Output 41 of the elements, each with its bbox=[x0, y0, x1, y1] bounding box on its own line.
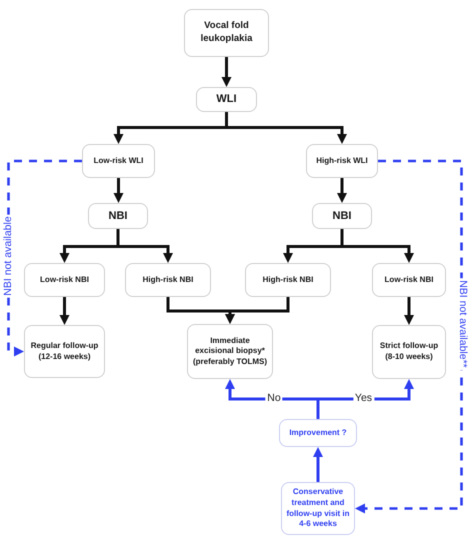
box-label: Regular follow-up (12-16 weeks) bbox=[30, 340, 100, 362]
box-label: NBI bbox=[332, 208, 352, 224]
process-box bbox=[187, 324, 273, 379]
process-box bbox=[24, 263, 105, 297]
arrow bbox=[60, 297, 70, 325]
process-box bbox=[372, 325, 446, 379]
edge-label: NBI not available bbox=[2, 214, 14, 298]
arrow bbox=[404, 297, 414, 325]
box-label: High-risk NBI bbox=[142, 274, 194, 286]
process-box bbox=[306, 144, 378, 178]
box-label: Low-risk NBI bbox=[384, 274, 434, 286]
box-label: Vocal fold leukoplakia bbox=[200, 20, 254, 46]
box-label: Improvement ? bbox=[289, 428, 347, 438]
box-label: Conservative treatment and follow-up visit in 4-6 weeks bbox=[285, 487, 351, 530]
decision-box bbox=[279, 419, 357, 447]
box-label: NBI bbox=[108, 208, 128, 224]
box-label: Low-risk WLI bbox=[94, 156, 144, 166]
process-box bbox=[24, 325, 105, 378]
process-box bbox=[312, 203, 372, 229]
process-box bbox=[82, 144, 155, 178]
process-box bbox=[196, 87, 257, 112]
box-label: Strict follow-up (8-10 weeks) bbox=[378, 341, 440, 363]
arrow bbox=[313, 447, 323, 482]
process-box bbox=[245, 263, 331, 297]
box-label: Low-risk NBI bbox=[40, 274, 89, 286]
box-label: High-risk NBI bbox=[262, 274, 314, 286]
arrow bbox=[316, 379, 414, 419]
arrow bbox=[225, 297, 290, 324]
arrow bbox=[337, 178, 347, 203]
box-label: WLI bbox=[216, 92, 237, 107]
box-label: High-risk WLI bbox=[316, 156, 368, 166]
arrow bbox=[114, 178, 124, 203]
process-box bbox=[125, 263, 211, 297]
arrow bbox=[225, 112, 347, 144]
arrow bbox=[340, 229, 414, 263]
box-label: Immediate excisional biopsy* (preferably TOLMS) bbox=[192, 336, 268, 368]
process-box bbox=[184, 9, 269, 57]
arrow bbox=[222, 57, 232, 87]
process-box bbox=[88, 203, 148, 229]
process-box bbox=[372, 263, 446, 297]
arrow bbox=[116, 229, 173, 263]
